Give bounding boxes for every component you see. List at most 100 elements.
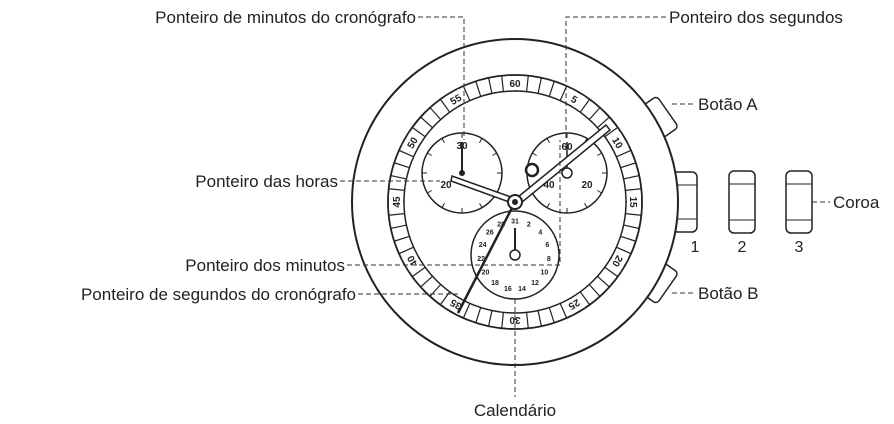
label-chrono-minute-hand: Ponteiro de minutos do cronógrafo: [155, 8, 416, 27]
bezel-tick: [390, 224, 407, 229]
subdial-tick: [441, 138, 445, 143]
bezel-number: 5: [564, 88, 585, 110]
calendar-number: 22: [477, 256, 485, 263]
subdial-tick: [441, 203, 445, 208]
right-subdial-20: 20: [581, 180, 593, 191]
bezel-number: 25: [564, 294, 585, 316]
bezel-tick: [475, 307, 482, 323]
calendar-number: 12: [531, 280, 539, 287]
bezel-tick: [597, 116, 610, 129]
svg-text:5: 5: [569, 94, 580, 107]
bezel-tick: [398, 149, 414, 158]
bezel-tick: [604, 126, 619, 138]
svg-text:20: 20: [609, 253, 624, 269]
leader-lines: [340, 16, 830, 397]
label-button-b: Botão B: [698, 284, 759, 303]
bezel-tick: [623, 224, 640, 229]
calendar-number: 18: [491, 280, 499, 287]
bezel-tick: [420, 275, 433, 288]
right-subdial: 60 40 20: [526, 132, 608, 214]
bezel-tick: [488, 310, 493, 327]
svg-text:45: 45: [392, 196, 403, 208]
calendar-number: 8: [547, 256, 551, 263]
label-second-hand: Ponteiro dos segundos: [669, 8, 843, 27]
bezel-tick: [623, 175, 640, 180]
bezel-number: 60: [507, 76, 523, 90]
bezel-tick: [388, 213, 405, 216]
calendar-number: 31: [511, 219, 519, 226]
bezel-tick: [526, 75, 529, 92]
bezel-tick: [390, 175, 407, 180]
bezel-tick: [625, 188, 642, 191]
calendar-number: 26: [486, 230, 494, 237]
bezel-tick: [420, 116, 433, 129]
subdial-tick: [546, 138, 550, 143]
bezel-tick: [526, 312, 529, 329]
bezel-tick: [579, 98, 591, 113]
bezel-tick: [398, 246, 414, 255]
bezel-tick: [579, 291, 591, 306]
right-subdial-40: 40: [543, 180, 555, 191]
bezel-tick: [411, 266, 426, 278]
bezel-number: 40: [401, 251, 423, 272]
calendar-number: 6: [545, 242, 549, 249]
left-subdial-20: 20: [440, 180, 452, 191]
bezel-tick: [394, 235, 410, 242]
calendar-number: 2: [527, 221, 531, 228]
calendar-number: 16: [504, 286, 512, 293]
bezel-tick: [439, 98, 451, 113]
subdial-tick: [492, 152, 497, 156]
bezel-tick: [394, 162, 410, 169]
bezel-tick: [588, 107, 601, 120]
calendar-number: 24: [479, 242, 487, 249]
bezel-tick: [488, 77, 493, 94]
bezel-tick: [616, 149, 632, 158]
crown-position-3: 3: [795, 239, 804, 256]
bezel-tick: [537, 77, 542, 94]
bezel-tick: [604, 266, 619, 278]
calendar-number: 28: [497, 221, 505, 228]
subdial-tick: [427, 190, 432, 194]
bezel-tick: [537, 310, 542, 327]
bezel-tick: [559, 303, 568, 319]
bezel-tick: [548, 81, 555, 97]
crown-position-2: 2: [738, 239, 747, 256]
bezel-tick: [625, 213, 642, 216]
bezel-number: 10: [607, 132, 629, 153]
label-button-a: Botão A: [698, 95, 758, 114]
bezel-tick: [462, 85, 471, 101]
bezel-number: 45: [389, 194, 403, 210]
subdial-tick: [597, 190, 602, 194]
bezel-tick: [429, 107, 442, 120]
label-chrono-second-hand: Ponteiro de segundos do cronógrafo: [81, 285, 356, 304]
svg-text:50: 50: [406, 135, 421, 151]
label-crown: Coroa: [833, 193, 880, 212]
subdial-tick: [427, 152, 432, 156]
calendar-number: 10: [541, 270, 549, 277]
svg-text:15: 15: [627, 196, 638, 208]
watch-hands: [450, 123, 612, 314]
crown-position-2-drawing: [728, 170, 756, 234]
label-calendar: Calendário: [474, 401, 556, 420]
svg-text:25: 25: [566, 296, 582, 311]
subdial-tick: [584, 203, 588, 208]
crown-position-3-drawing: [785, 170, 813, 234]
bezel-tick: [501, 75, 504, 92]
subdial-tick: [532, 152, 537, 156]
bezel-number: 55: [445, 88, 466, 110]
bezel-tick: [588, 284, 601, 297]
bezel-tick: [620, 162, 636, 169]
bezel-number: 15: [627, 194, 641, 210]
calendar-number: 14: [518, 286, 526, 293]
calendar-number: 4: [538, 230, 542, 237]
bezel-tick: [388, 188, 405, 191]
calendar-number: 20: [482, 270, 490, 277]
label-hour-hand: Ponteiro das horas: [195, 172, 338, 191]
subdial-tick: [546, 203, 550, 208]
bezel-tick: [616, 246, 632, 255]
bezel-tick: [501, 312, 504, 329]
svg-text:40: 40: [405, 253, 420, 269]
subdial-tick: [479, 138, 483, 143]
